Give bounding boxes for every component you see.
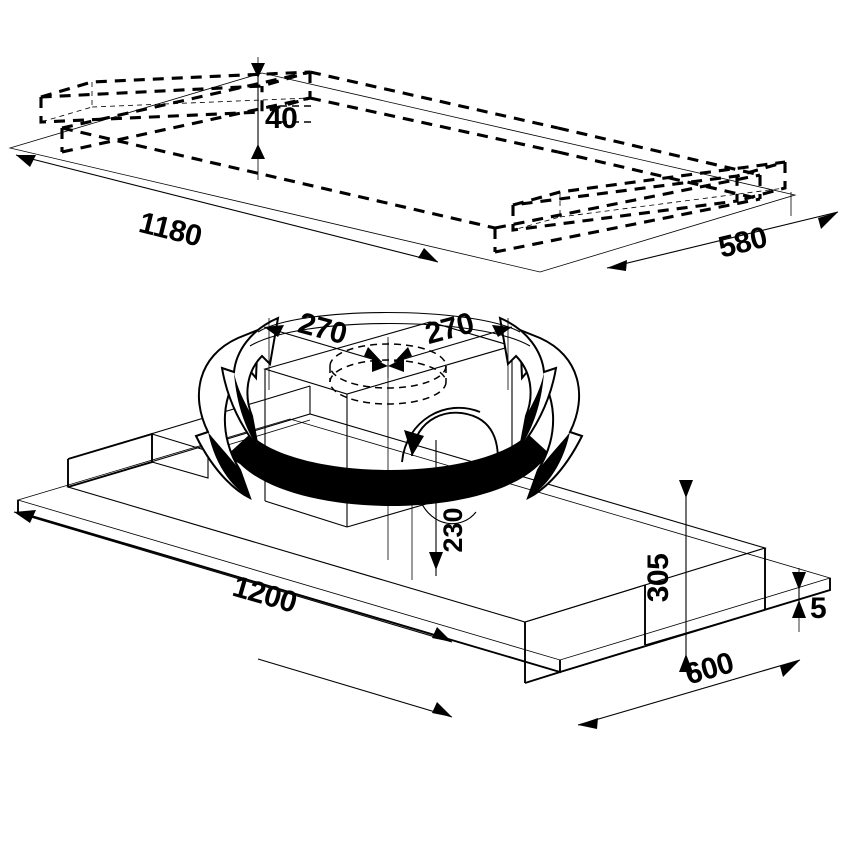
dim-40: 40: [251, 57, 312, 180]
airflow-arrow-right-inner: [498, 316, 558, 449]
dim-305-label: 305: [642, 554, 675, 603]
duct-rotation-arrow: [401, 406, 499, 525]
airflow-arrow-left-inner: [220, 316, 280, 449]
cutout-recess-view: 1180 580 40: [8, 57, 839, 273]
ceiling-plate-outline: [8, 72, 797, 273]
duct-collar: [263, 321, 514, 560]
right-batten-hidden: [511, 160, 787, 232]
dim-1180: 1180: [15, 154, 439, 263]
dim-305: 305: [642, 480, 693, 672]
hood-body-view: 270 270 230 1200: [13, 307, 832, 729]
dim-270-right: 270: [393, 307, 513, 390]
dim-1180-label: 1180: [136, 206, 205, 253]
dim-230: 230: [411, 440, 468, 580]
hood-body-box: [66, 385, 767, 684]
dim-270-left: 270: [263, 307, 389, 390]
dim-580-label: 580: [715, 221, 770, 265]
duct-top-arc: [249, 312, 531, 347]
dim-5-label: 5: [810, 592, 826, 625]
dim-230-label: 230: [438, 507, 468, 552]
airflow-band: [226, 434, 552, 506]
dim-1200: 1200: [13, 510, 453, 718]
dim-5: 5: [792, 568, 827, 632]
dim-270-left-label: 270: [295, 307, 350, 351]
dim-40-label: 40: [265, 102, 297, 135]
dim-1200-label: 1200: [229, 570, 300, 620]
dim-600: 600: [577, 646, 801, 729]
recess-hidden-outline: [60, 70, 762, 254]
